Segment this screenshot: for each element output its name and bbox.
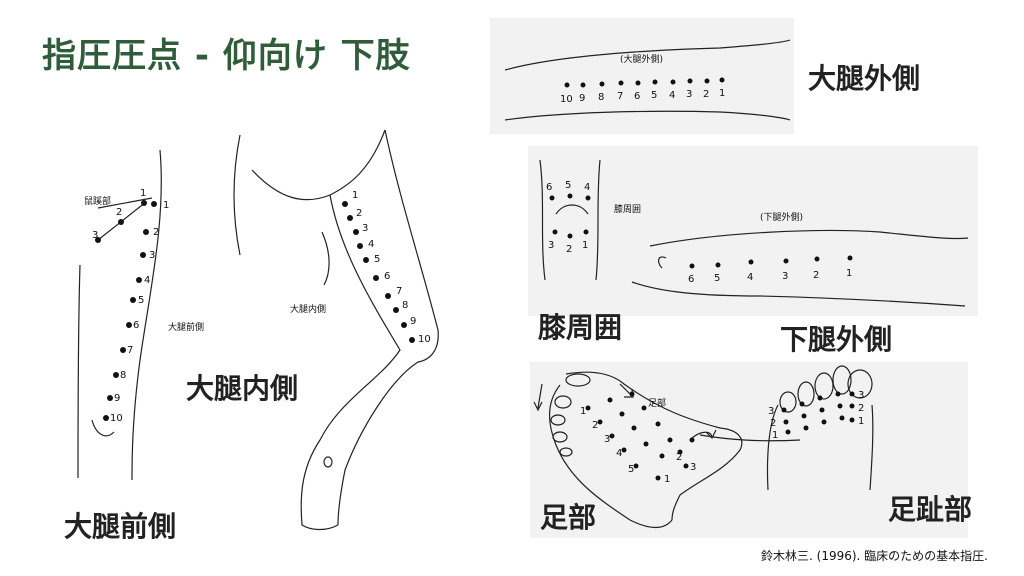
label-toes: 足趾部 <box>888 493 973 526</box>
outer-num-10: 10 <box>560 94 573 105</box>
thigh-outer-panel <box>490 18 794 134</box>
lower-num-3: 3 <box>782 271 788 282</box>
knee-small-label: 膝周囲 <box>614 203 641 215</box>
inner-num-4: 4 <box>368 239 374 250</box>
toes-drawing: 3 2 1 3 2 1 <box>766 365 874 491</box>
outer-num-7: 7 <box>617 91 623 102</box>
foot-num-b: 2 <box>592 420 598 431</box>
knee-lower-leg-panel <box>528 146 978 316</box>
foot-num-g: 2 <box>676 452 682 463</box>
outer-num-2: 2 <box>703 89 709 100</box>
knee-num-5: 5 <box>565 180 571 191</box>
toe-num-1: 1 <box>858 416 864 427</box>
inner-num-7: 7 <box>396 286 402 297</box>
front-num-5: 5 <box>138 295 144 306</box>
inner-num-8: 8 <box>402 300 408 311</box>
outer-num-8: 8 <box>598 92 604 103</box>
foot-drawing: 足部 1 2 3 4 5 1 2 3 <box>533 371 801 529</box>
lower-num-2: 2 <box>813 270 819 281</box>
label-lower-leg-outer: 下腿外側 <box>780 323 893 356</box>
toe-num-b: 2 <box>770 418 776 429</box>
inner-num-9: 9 <box>410 316 416 327</box>
lower-leg-outer-small-label: (下腿外側) <box>760 211 803 223</box>
label-thigh-front: 大腿前側 <box>64 510 177 543</box>
outer-num-6: 6 <box>634 91 640 102</box>
groin-num-3: 3 <box>92 230 98 241</box>
foot-num-a: 1 <box>580 406 586 417</box>
toe-num-3: 3 <box>858 390 864 401</box>
front-num-6: 6 <box>133 320 139 331</box>
knee-num-4: 4 <box>584 182 590 193</box>
lower-num-6: 6 <box>688 274 694 285</box>
foot-num-d: 4 <box>616 448 622 459</box>
inner-num-2: 2 <box>356 208 362 219</box>
thigh-outer-small-label: (大腿外側) <box>620 53 663 65</box>
thigh-inner-small-label: 大腿内側 <box>290 303 326 315</box>
thigh-inner-leg-drawing: 1 2 3 4 5 6 7 8 9 10 大腿内側 <box>233 129 439 531</box>
foot-panel <box>530 362 968 538</box>
inner-num-10: 10 <box>418 334 431 345</box>
front-num-9: 9 <box>114 393 120 404</box>
outer-num-4: 4 <box>669 90 675 101</box>
toe-num-2: 2 <box>858 403 864 414</box>
thigh-outer-drawing: (大腿外側) 10 9 8 7 6 5 4 3 2 1 <box>504 39 791 121</box>
label-thigh-inner: 大腿内側 <box>186 372 299 405</box>
groin-label: 鼠蹊部 <box>84 195 111 207</box>
thigh-front-leg-drawing: 鼠蹊部 1 2 3 1 2 3 4 5 6 7 8 9 10 大腿前側 <box>77 149 204 481</box>
knee-num-2: 2 <box>566 244 572 255</box>
inner-num-3: 3 <box>362 223 368 234</box>
lower-num-4: 4 <box>747 272 753 283</box>
front-num-7: 7 <box>127 345 133 356</box>
front-num-3: 3 <box>149 250 155 261</box>
groin-num-1: 1 <box>140 188 146 199</box>
inner-num-6: 6 <box>384 271 390 282</box>
thigh-front-small-label: 大腿前側 <box>168 321 204 333</box>
foot-num-c: 3 <box>604 434 610 445</box>
foot-num-f: 1 <box>664 474 670 485</box>
inner-num-5: 5 <box>374 254 380 265</box>
front-num-8: 8 <box>120 370 126 381</box>
front-num-4: 4 <box>144 275 150 286</box>
knee-num-6: 6 <box>546 182 552 193</box>
page-title: 指圧圧点 - 仰向け 下肢 <box>42 36 411 76</box>
front-num-10: 10 <box>110 413 123 424</box>
outer-num-5: 5 <box>651 90 657 101</box>
foot-small-label: 足部 <box>648 397 666 409</box>
label-foot: 足部 <box>540 501 597 534</box>
knee-num-3: 3 <box>548 240 554 251</box>
front-num-1: 1 <box>163 200 169 211</box>
outer-num-1: 1 <box>719 88 725 99</box>
lower-leg-outer-drawing: (下腿外側) 6 5 4 3 2 1 <box>631 211 969 307</box>
outer-num-9: 9 <box>579 93 585 104</box>
groin-num-2: 2 <box>116 207 122 218</box>
lower-num-5: 5 <box>714 273 720 284</box>
foot-num-h: 3 <box>690 462 696 473</box>
label-thigh-outer: 大腿外側 <box>808 62 921 95</box>
knee-drawing: 6 5 4 3 2 1 膝周囲 <box>539 159 641 281</box>
toe-num-a: 3 <box>768 406 774 417</box>
citation: 鈴木林三. (1996). 臨床のための基本指圧. <box>761 549 988 563</box>
outer-num-3: 3 <box>686 89 692 100</box>
lower-num-1: 1 <box>846 268 852 279</box>
toe-num-c: 1 <box>772 430 778 441</box>
label-knee: 膝周囲 <box>538 311 623 344</box>
knee-num-1: 1 <box>582 240 588 251</box>
foot-num-e: 5 <box>628 464 634 475</box>
front-num-2: 2 <box>153 227 159 238</box>
inner-num-1: 1 <box>352 190 358 201</box>
